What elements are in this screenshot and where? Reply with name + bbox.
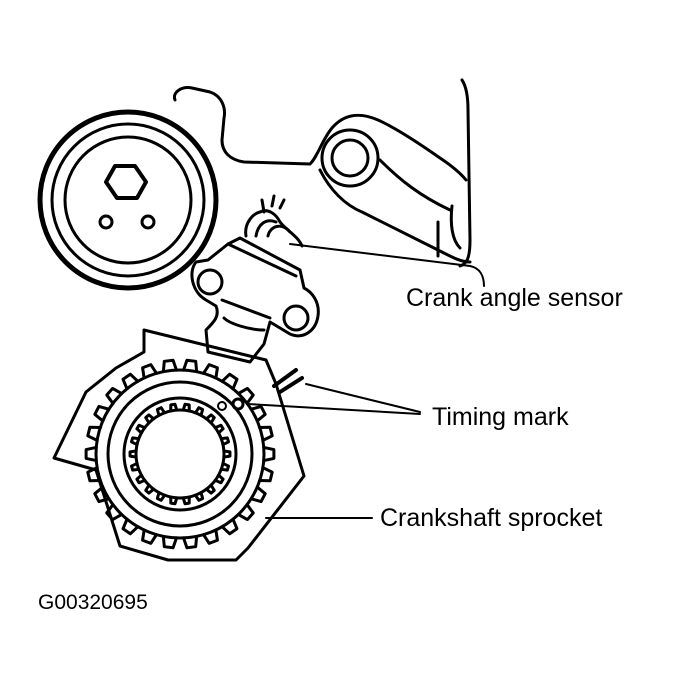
gear-tooth [222, 449, 232, 459]
gear-tooth [169, 402, 179, 413]
leader-line-crank-angle-sensor [289, 243, 485, 287]
figure-code: G00320695 [38, 591, 148, 614]
gear-tooth [236, 503, 255, 522]
gear-tooth [93, 404, 111, 423]
spline-teeth [128, 402, 232, 506]
gear-tooth [219, 461, 231, 472]
crank-angle-sensor-label: Crank angle sensor [406, 284, 623, 312]
gear-tooth [121, 517, 140, 536]
gear-tooth [219, 436, 231, 447]
gear-tooth [213, 473, 225, 485]
timing-mark-sprocket [217, 397, 245, 411]
pulley [37, 109, 219, 291]
gear-tooth [258, 466, 274, 483]
gear-tooth [93, 485, 111, 504]
gear-tooth [161, 534, 178, 550]
gear-tooth [182, 358, 199, 374]
gear-tooth [105, 503, 124, 522]
gear-tooth [202, 363, 219, 380]
gear-tooth [128, 449, 138, 459]
gear-tooth [181, 495, 191, 506]
gear-tooth [169, 495, 179, 506]
gear-tooth [220, 372, 239, 391]
gear-tooth [141, 528, 158, 545]
gear-tooth [258, 425, 274, 442]
gear-tooth [193, 491, 205, 502]
gear-tooth [249, 404, 267, 423]
gear-tooth [141, 363, 158, 380]
timing-mark-label: Timing mark [432, 403, 569, 431]
gear-tooth [236, 386, 255, 405]
gear-tooth [193, 406, 205, 417]
gear-tooth [182, 534, 199, 550]
timing-mark-sensor [272, 368, 304, 394]
crankshaft-sprocket-label: Crankshaft sprocket [380, 504, 603, 532]
gear-tooth [161, 358, 178, 374]
gear-tooth [129, 461, 141, 472]
gear-tooth [213, 423, 225, 435]
gear-tooth [204, 483, 216, 495]
gear-tooth [86, 466, 102, 483]
leader-line-timing-mark-upper [305, 383, 421, 413]
gear-tooth [202, 528, 219, 545]
gear-tooth [135, 423, 147, 435]
gear-tooth [262, 445, 276, 463]
gear-tooth [204, 413, 216, 425]
crankshaft-sprocket [52, 328, 306, 562]
gear-tooth [135, 473, 147, 485]
gear-tooth [144, 483, 156, 495]
gear-tooth [129, 436, 141, 447]
leader-line-timing-mark-lower [247, 403, 421, 415]
gear-tooth [181, 402, 191, 413]
crank-angle-sensor [190, 194, 320, 364]
gear-tooth [144, 413, 156, 425]
gear-tooth [86, 425, 102, 442]
gear-tooth [220, 517, 239, 536]
gear-tooth [155, 406, 167, 417]
sprocket-gear [94, 368, 266, 540]
gear-tooth [155, 491, 167, 502]
gear-tooth [249, 485, 267, 504]
gear-tooth [105, 386, 124, 405]
engine-housing [172, 78, 472, 268]
gear-tooth [121, 372, 140, 391]
gear-teeth [84, 358, 276, 550]
gear-tooth [84, 445, 98, 463]
